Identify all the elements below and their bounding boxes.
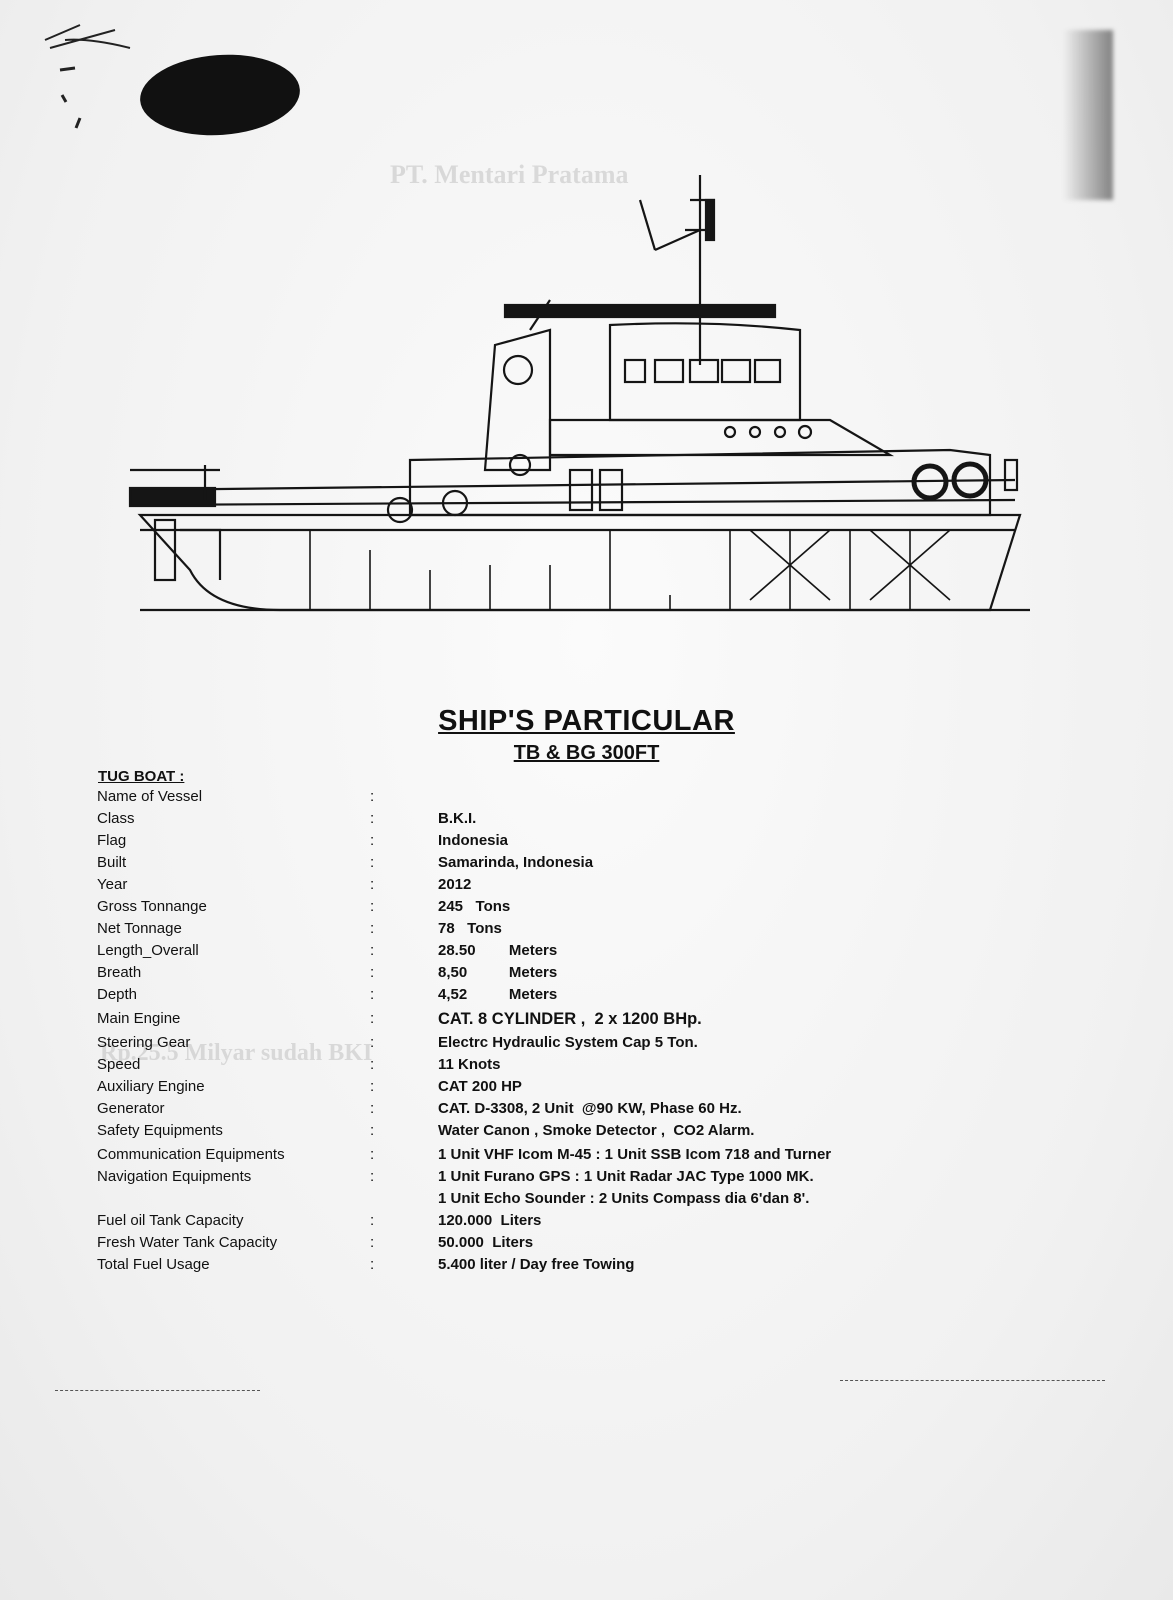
spec-row: Gross Tonnange: 245 Tons xyxy=(0,898,1173,920)
spec-value: 120.000 Liters xyxy=(438,1212,542,1229)
spec-label: Flag xyxy=(97,832,127,849)
section-heading: TUG BOAT : xyxy=(98,768,185,785)
spec-label: Class xyxy=(97,810,135,827)
spec-value: Indonesia xyxy=(438,832,509,849)
spec-colon: : xyxy=(370,1212,375,1229)
spec-row: Net Tonnage: 78 Tons xyxy=(0,920,1173,942)
spec-label: Breath xyxy=(97,964,142,981)
spec-row: Depth: 4,52 Meters xyxy=(0,986,1173,1008)
spec-value: 11 Knots xyxy=(438,1056,501,1073)
spec-value: B.K.I. xyxy=(438,810,477,827)
spec-colon: : xyxy=(370,854,375,871)
spec-label: Built xyxy=(97,854,127,871)
spec-label: Name of Vessel xyxy=(97,788,203,805)
spec-label: Length_Overall xyxy=(97,942,199,959)
spec-label: Navigation Equipments xyxy=(97,1168,252,1185)
spec-value: CAT 200 HP xyxy=(438,1078,522,1095)
spec-colon: : xyxy=(370,920,375,937)
spec-row: Safety Equipments: Water Canon , Smoke De… xyxy=(0,1122,1173,1144)
spec-label: Speed xyxy=(97,1056,141,1073)
spec-row: Flag: Indonesia xyxy=(0,832,1173,854)
spec-label: Net Tonnage xyxy=(97,920,182,937)
spec-row: Communication Equipments: 1 Unit VHF Icom… xyxy=(0,1146,1173,1168)
spec-value: CAT. D-3308, 2 Unit @90 KW, Phase 60 Hz. xyxy=(438,1100,742,1117)
spec-colon: : xyxy=(370,1234,375,1251)
spec-value: 1 Unit VHF Icom M-45 : 1 Unit SSB Icom 7… xyxy=(438,1146,832,1163)
spec-row: Navigation Equipments: 1 Unit Furano GPS … xyxy=(0,1168,1173,1190)
spec-value: 5.400 liter / Day free Towing xyxy=(438,1256,635,1273)
spec-row: Speed: 11 Knots xyxy=(0,1056,1173,1078)
bleed-through: Rp.25.5 Milyar sudah BKI xyxy=(100,1040,373,1066)
spec-value: 50.000 Liters xyxy=(438,1234,534,1251)
spec-colon: : xyxy=(370,1034,375,1051)
spec-colon: : xyxy=(370,1078,375,1095)
spec-label: Gross Tonnange xyxy=(97,898,207,915)
spec-colon: : xyxy=(370,1146,375,1163)
spec-value: 245 Tons xyxy=(438,898,511,915)
spec-colon: : xyxy=(370,898,375,915)
handwritten-mark xyxy=(44,24,131,129)
spec-label: Steering Gear xyxy=(97,1034,191,1051)
spec-label: Communication Equipments xyxy=(97,1146,285,1163)
spec-value: Water Canon , Smoke Detector , CO2 Alarm… xyxy=(438,1122,755,1139)
spec-colon: : xyxy=(370,876,375,893)
scan-shadow xyxy=(1063,30,1113,200)
spec-value: 28.50 Meters xyxy=(438,942,558,959)
tugboat-profile-drawing xyxy=(128,175,1030,612)
spec-row: Steering Gear: Electrc Hydraulic System C… xyxy=(0,1034,1173,1056)
spec-row: Length_Overall: 28.50 Meters xyxy=(0,942,1173,964)
spec-colon: : xyxy=(370,942,375,959)
spec-colon: : xyxy=(370,788,375,805)
spec-row: Fuel oil Tank Capacity: 120.000 Liters xyxy=(0,1212,1173,1234)
bleed-through: PT. Mentari Pratama xyxy=(390,160,629,189)
spec-row: 1 Unit Echo Sounder : 2 Units Compass di… xyxy=(0,1190,1173,1212)
spec-row: Class: B.K.I. xyxy=(0,810,1173,832)
spec-row: Year: 2012 xyxy=(0,876,1173,898)
spec-row: Auxiliary Engine: CAT 200 HP xyxy=(0,1078,1173,1100)
divider xyxy=(840,1380,1105,1381)
spec-row: Generator: CAT. D-3308, 2 Unit @90 KW, Ph… xyxy=(0,1100,1173,1122)
spec-colon: : xyxy=(370,986,375,1003)
spec-value: 4,52 Meters xyxy=(438,986,558,1003)
spec-label: Fresh Water Tank Capacity xyxy=(97,1234,278,1251)
document-title: SHIP'S PARTICULAR xyxy=(438,705,735,737)
spec-label: Depth xyxy=(97,986,138,1003)
spec-colon: : xyxy=(370,1168,375,1185)
spec-colon: : xyxy=(370,832,375,849)
spec-row: Built: Samarinda, Indonesia xyxy=(0,854,1173,876)
document-subtitle: TB & BG 300FT xyxy=(513,742,660,764)
spec-colon: : xyxy=(370,964,375,981)
spec-value: 1 Unit Echo Sounder : 2 Units Compass di… xyxy=(438,1190,810,1207)
spec-value: 78 Tons xyxy=(438,920,502,937)
spec-label: Year xyxy=(97,876,128,893)
spec-value: 1 Unit Furano GPS : 1 Unit Radar JAC Typ… xyxy=(438,1168,814,1185)
spec-label: Auxiliary Engine xyxy=(97,1078,205,1095)
spec-colon: : xyxy=(370,1010,375,1027)
spec-label: Safety Equipments xyxy=(97,1122,223,1139)
spec-label: Total Fuel Usage xyxy=(97,1256,210,1273)
spec-value: 8,50 Meters xyxy=(438,964,558,981)
spec-label: Main Engine xyxy=(97,1010,181,1027)
spec-row: Breath: 8,50 Meters xyxy=(0,964,1173,986)
divider xyxy=(55,1390,260,1391)
spec-row: Fresh Water Tank Capacity: 50.000 Liters xyxy=(0,1234,1173,1256)
spec-value: 2012 xyxy=(438,876,472,893)
spec-row: Main Engine: CAT. 8 CYLINDER , 2 x 1200 B… xyxy=(0,1010,1173,1032)
spec-colon: : xyxy=(370,1122,375,1139)
spec-row: Name of Vessel: xyxy=(0,788,1173,810)
spec-value: CAT. 8 CYLINDER , 2 x 1200 BHp. xyxy=(438,1010,702,1028)
spec-colon: : xyxy=(370,1100,375,1117)
spec-value: Samarinda, Indonesia xyxy=(438,854,594,871)
spec-row: Total Fuel Usage: 5.400 liter / Day free … xyxy=(0,1256,1173,1278)
spec-label: Generator xyxy=(97,1100,165,1117)
spec-value: Electrc Hydraulic System Cap 5 Ton. xyxy=(438,1034,698,1051)
spec-label: Fuel oil Tank Capacity xyxy=(97,1212,244,1229)
spec-colon: : xyxy=(370,1056,375,1073)
spec-colon: : xyxy=(370,810,375,827)
spec-colon: : xyxy=(370,1256,375,1273)
